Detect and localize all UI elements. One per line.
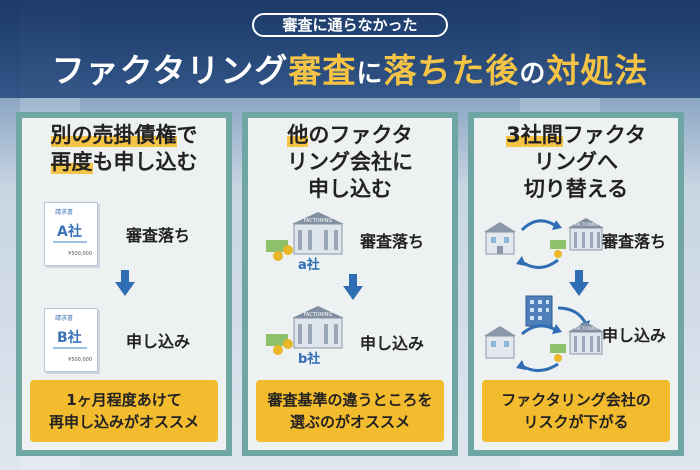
title-part: に — [356, 59, 384, 89]
invoice-line — [53, 241, 87, 243]
coin-icon — [273, 345, 283, 355]
card-title: 別の売掛債権で再度も申し込む — [22, 122, 226, 176]
card-footer: 1ヶ月程度あけて 再申し込みがオススメ — [30, 380, 218, 442]
invoice-company: B社 — [57, 330, 82, 346]
invoice-company: A社 — [57, 224, 82, 240]
title-part: の — [519, 59, 547, 89]
cycle-arrow-icon — [520, 219, 557, 232]
title-text: のファクタ リング会社に 申し込む — [287, 123, 413, 201]
down-arrow-icon — [569, 270, 589, 296]
title-text: で — [176, 123, 198, 147]
card-title: 3社間ファクタ リングへ 切り替える — [474, 122, 678, 203]
factory-sign: FACTORING — [574, 326, 597, 331]
card-footer: ファクタリング会社の リスクが下がる — [482, 380, 670, 442]
card-other-company: 他のファクタ リング会社に 申し込む FACTORING a社 審査落ち — [242, 112, 458, 456]
invoice-amount: ¥500,000 — [68, 357, 92, 363]
factory-sign: FACTORING — [304, 312, 333, 318]
subtitle: 審査に通らなかった — [252, 13, 448, 37]
title-highlight: 他 — [287, 123, 309, 147]
title-part: ファクタリング — [51, 51, 289, 90]
card-footer: 審査基準の違うところを 選ぶのがオススメ — [256, 380, 444, 442]
label-rejected: 審査落ち — [602, 232, 667, 251]
card-body: 他のファクタ リング会社に 申し込む FACTORING a社 審査落ち — [248, 118, 452, 450]
money-icon — [266, 240, 288, 252]
coin-icon — [283, 245, 293, 255]
money-icon — [266, 334, 288, 346]
label-apply: 申し込み — [126, 332, 191, 351]
title-highlight: 別の売掛債権 — [50, 123, 177, 147]
roof-icon — [292, 212, 344, 224]
down-arrow-icon — [115, 270, 135, 296]
factoring-company-icon: FACTORING — [266, 306, 344, 355]
header-band: 審査に通らなかった ファクタリング審査に落ちた後の対処法 — [0, 0, 700, 98]
three-party-cycle-icon: FACTORING — [484, 295, 604, 372]
title-highlight: 3社間 — [506, 123, 563, 147]
title-text: も申し込む — [92, 150, 198, 174]
roof-icon — [292, 306, 344, 318]
factory-sign: FACTORING — [574, 222, 597, 227]
label-apply: 申し込み — [360, 334, 425, 353]
factory-sign: FACTORING — [304, 218, 333, 224]
card-body: 3社間ファクタ リングへ 切り替える FACTORING 審査落ち — [474, 118, 678, 450]
invoice-amount: ¥500,000 — [68, 251, 92, 257]
invoice-line — [53, 347, 87, 349]
label-rejected: 審査落ち — [360, 232, 425, 251]
two-party-cycle-icon: FACTORING — [484, 218, 604, 269]
title-accent: 対処法 — [546, 51, 649, 90]
card-another-receivable: 別の売掛債権で再度も申し込む 請求書 A社 ¥500,000 審査落ち 請求書 … — [16, 112, 232, 456]
title-accent: 審査 — [288, 51, 357, 90]
invoice-icon: 請求書 A社 ¥500,000 — [44, 202, 98, 266]
invoice-header: 請求書 — [55, 209, 74, 216]
card-three-party: 3社間ファクタ リングへ 切り替える FACTORING 審査落ち — [468, 112, 684, 456]
company-label: b社 — [298, 352, 321, 367]
card-body: 別の売掛債権で再度も申し込む 請求書 A社 ¥500,000 審査落ち 請求書 … — [22, 118, 226, 450]
page-title: ファクタリング審査に落ちた後の対処法 — [0, 44, 700, 92]
title-highlight: 再度 — [50, 150, 93, 174]
factoring-company-icon: FACTORING — [266, 212, 344, 261]
invoice-header: 請求書 — [55, 315, 74, 322]
card-title: 他のファクタ リング会社に 申し込む — [248, 122, 452, 203]
title-accent: 落ちた後 — [383, 51, 520, 90]
label-apply: 申し込み — [602, 326, 667, 345]
label-rejected: 審査落ち — [126, 226, 191, 245]
company-label: a社 — [298, 258, 320, 273]
coin-icon — [283, 339, 293, 349]
title-text: ファクタ リングへ 切り替える — [523, 123, 646, 201]
cycle-arrow-icon — [521, 258, 559, 269]
down-arrow-icon — [343, 274, 363, 300]
invoice-icon: 請求書 B社 ¥500,000 — [44, 308, 98, 372]
coin-icon — [273, 251, 283, 261]
